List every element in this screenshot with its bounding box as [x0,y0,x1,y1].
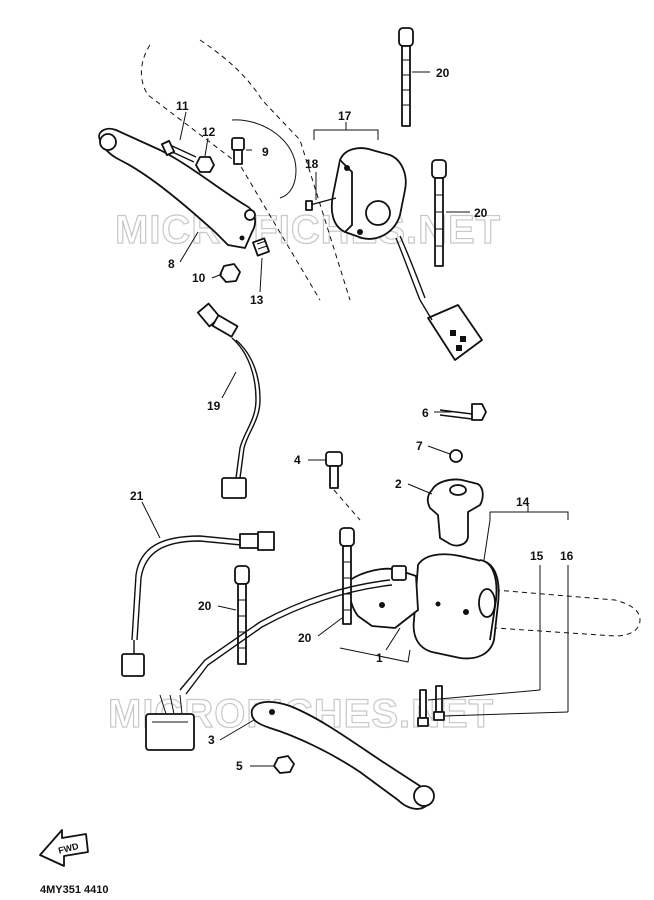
callout-9: 9 [262,145,269,159]
callout-labels: 11 12 9 8 10 13 17 18 20 20 19 6 7 4 2 1… [130,66,574,773]
switch-assembly-upper [330,147,426,301]
screw-18 [305,197,337,211]
screw-16 [433,685,445,721]
cable-tie-mid [431,159,447,267]
switch-harness [145,579,393,751]
callout-18: 18 [305,157,319,171]
screw-15 [417,689,429,727]
holder-2 [426,478,484,547]
switch-assembly-lower [348,553,500,660]
callout-3: 3 [208,733,215,747]
callout-17: 17 [338,109,352,123]
callout-15: 15 [530,549,544,563]
callout-14: 14 [516,495,530,509]
brake-switch-cable [196,302,261,499]
clutch-lever [250,701,435,810]
callout-13: 13 [250,293,264,307]
diagram-code: 4MY351 4410 [40,884,109,896]
handlebar-outline-upper [141,39,351,301]
handlebar-outline-lower [494,589,641,637]
bolt-9 [231,137,245,165]
callout-4: 4 [294,453,301,467]
bolt-11 [160,139,197,163]
callout-21: 21 [130,489,144,503]
nut-10 [219,263,241,283]
callout-11: 11 [176,99,189,113]
leader-lines [141,71,569,767]
brake-lever [98,127,256,249]
callout-8: 8 [168,257,175,271]
forward-arrow-icon: FWD [39,829,89,867]
callout-16: 16 [560,549,574,563]
screw-6 [439,403,487,421]
callout-20-mid: 20 [474,206,488,220]
cable-tie-top [398,27,414,127]
callout-1: 1 [376,651,383,665]
nut-12 [195,156,215,173]
callout-20-top: 20 [436,66,450,80]
screw-4 [325,451,361,521]
callout-5: 5 [236,759,243,773]
callout-6: 6 [422,406,429,420]
collar-13 [252,237,270,257]
cable-tie-lower-left [234,565,250,665]
connector-upper [419,299,483,361]
callout-20-left: 20 [198,599,212,613]
clutch-switch-cable [121,531,275,677]
callout-19: 19 [207,399,221,413]
nut-7 [449,449,463,463]
callout-10: 10 [192,271,206,285]
callout-7: 7 [416,439,423,453]
callout-12: 12 [202,125,216,139]
nut-5 [273,755,295,774]
callout-20-lower: 20 [298,631,312,645]
cable-tie-lower-mid [339,527,355,625]
callout-2: 2 [395,477,402,491]
